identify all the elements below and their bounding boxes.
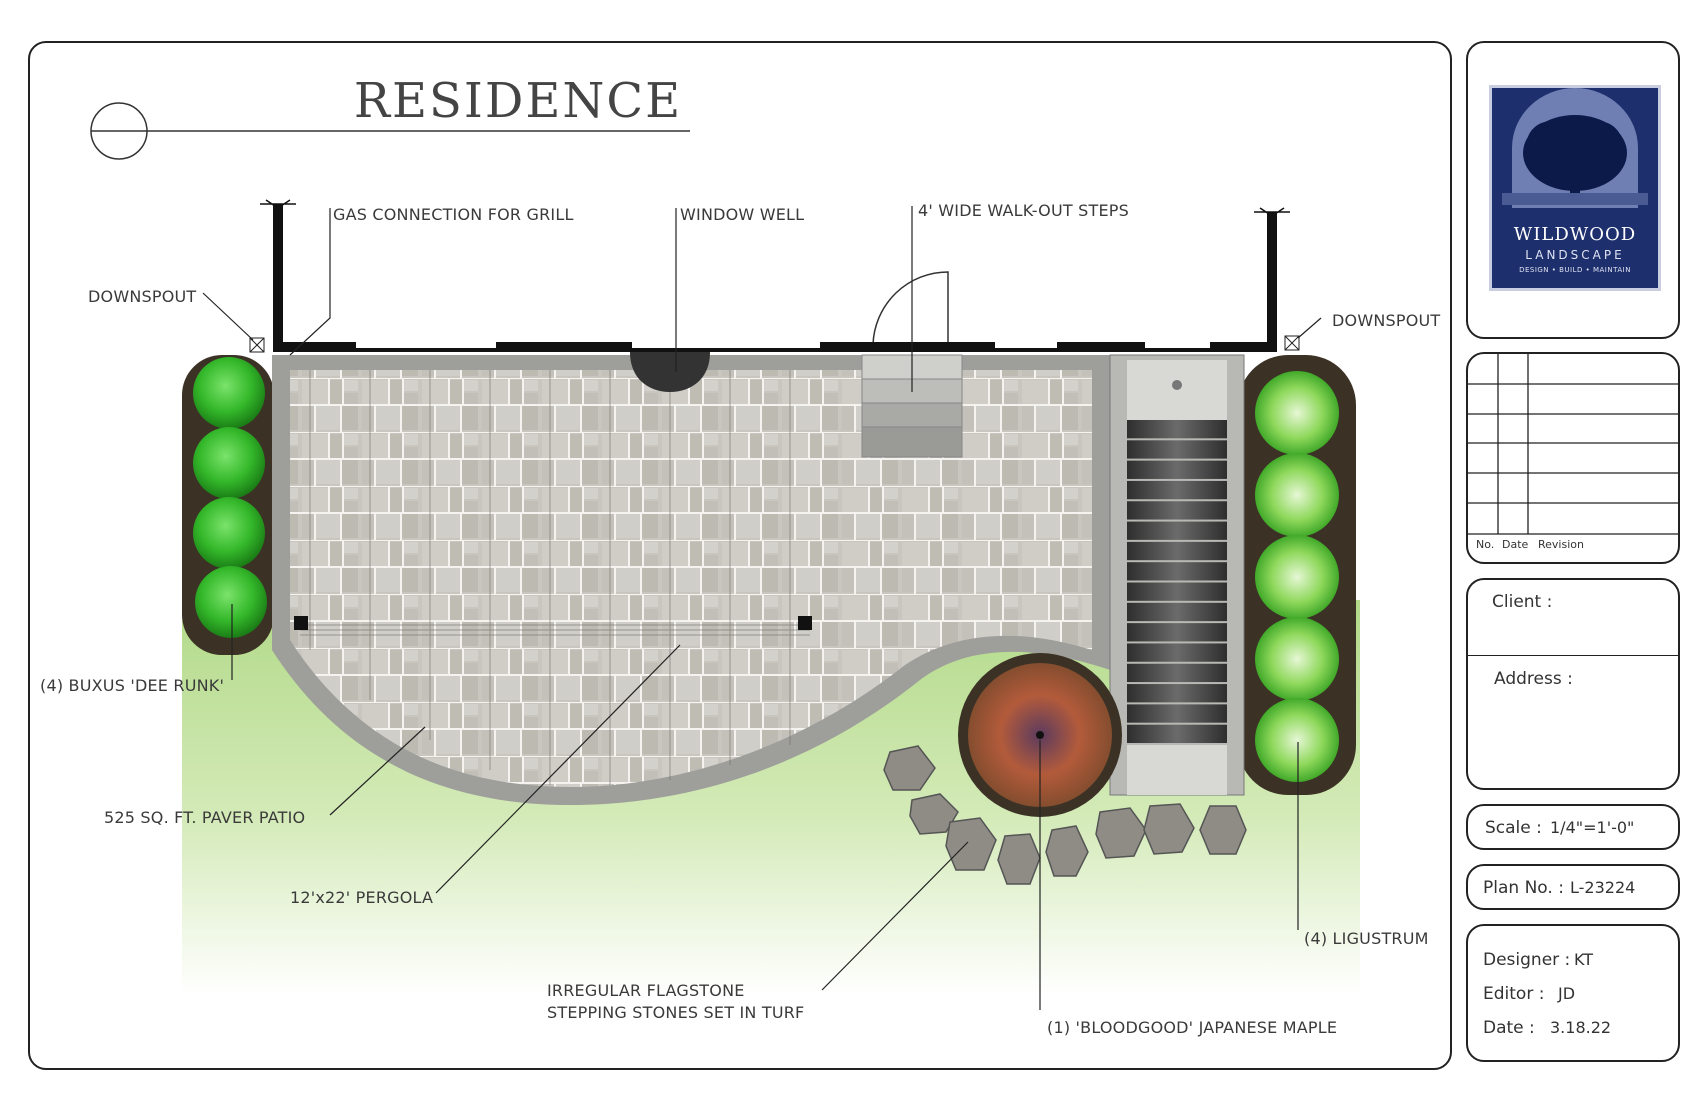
ligustrum-shrub — [1255, 617, 1339, 701]
logo-line-2: LANDSCAPE — [1525, 248, 1625, 262]
logo-line-1: WILDWOOD — [1513, 224, 1637, 245]
buxus-shrub — [193, 357, 265, 429]
stair-tread — [1127, 440, 1227, 459]
stair-tread — [1127, 684, 1227, 703]
client-panel: Client : Address : — [1466, 578, 1680, 790]
ligustrum-shrub — [1255, 453, 1339, 537]
client-label: Client : — [1492, 592, 1553, 612]
stair-tread — [1127, 724, 1227, 743]
revision-grid — [1468, 354, 1678, 535]
editor-label: Editor : — [1483, 984, 1545, 1004]
stair-tread — [1127, 602, 1227, 622]
buxus-shrub — [193, 497, 265, 569]
stair-tread — [1127, 480, 1227, 500]
plan-no-value: L-23224 — [1570, 878, 1636, 897]
stair-drain — [1172, 380, 1182, 390]
revision-header-date: Date — [1502, 538, 1529, 551]
stair-tread — [1127, 541, 1227, 561]
stair-tread — [1127, 420, 1227, 439]
logo-panel: WILDWOOD LANDSCAPE DESIGN • BUILD • MAIN… — [1466, 41, 1680, 339]
client-divider — [1468, 655, 1678, 656]
scale-label: Scale : — [1485, 818, 1542, 838]
designer-value: KT — [1574, 950, 1594, 969]
label-pergola: 12'x22' PERGOLA — [290, 888, 433, 907]
pergola — [300, 370, 810, 785]
revision-header-revision: Revision — [1538, 538, 1584, 551]
stair-tread — [1127, 460, 1227, 479]
pergola-post-left — [294, 616, 308, 630]
stair-tread — [1127, 582, 1227, 601]
ligustrum-shrub — [1255, 371, 1339, 455]
plan-no-panel: Plan No. : L-23224 — [1466, 864, 1680, 910]
stair-tread — [1127, 643, 1227, 662]
ligustrum-shrub — [1255, 535, 1339, 619]
tree-icon — [1502, 88, 1648, 208]
address-label: Address : — [1494, 669, 1573, 689]
date-value: 3.18.22 — [1550, 1018, 1612, 1037]
label-window-well: WINDOW WELL — [680, 205, 804, 224]
house-wall — [260, 199, 1290, 352]
window-well — [630, 352, 710, 392]
editor-value: JD — [1558, 984, 1576, 1003]
label-ligustrum: (4) LIGUSTRUM — [1304, 929, 1429, 948]
walk-out-steps — [861, 354, 963, 458]
plan-no-label: Plan No. : — [1483, 878, 1564, 898]
drawing-title: RESIDENCE — [354, 73, 682, 129]
downspout-left — [249, 337, 265, 353]
stair-tread — [1127, 663, 1227, 683]
leader-lines — [202, 206, 1322, 1010]
door-swing — [872, 271, 949, 346]
label-flagstone-line1: IRREGULAR FLAGSTONE — [547, 981, 745, 1000]
label-japanese-maple: (1) 'BLOODGOOD' JAPANESE MAPLE — [1047, 1018, 1337, 1037]
maple-trunk — [1036, 731, 1044, 739]
label-paver-patio: 525 SQ. FT. PAVER PATIO — [104, 808, 305, 827]
ligustrum-shrub — [1255, 698, 1339, 782]
revision-header-no: No. — [1476, 538, 1495, 551]
flagstone-stepping-stones — [883, 745, 1247, 885]
company-logo: WILDWOOD LANDSCAPE DESIGN • BUILD • MAIN… — [1489, 85, 1661, 291]
label-walk-out-steps: 4' WIDE WALK-OUT STEPS — [918, 201, 1129, 220]
downspout-right — [1284, 335, 1300, 351]
logo-line-3: DESIGN • BUILD • MAINTAIN — [1519, 266, 1631, 274]
stair-tread — [1127, 704, 1227, 723]
buxus-shrub — [195, 566, 267, 638]
label-gas-connection: GAS CONNECTION FOR GRILL — [333, 205, 574, 224]
date-label: Date : — [1483, 1018, 1535, 1038]
stairway-base — [1127, 745, 1227, 795]
label-buxus: (4) BUXUS 'DEE RUNK' — [40, 676, 224, 695]
stair-tread — [1127, 501, 1227, 520]
stair-tread — [1127, 521, 1227, 540]
scale-panel: Scale : 1/4"=1'-0" — [1466, 804, 1680, 850]
buxus-shrubs — [193, 357, 267, 638]
credits-panel: Designer : KT Editor : JD Date : 3.18.22 — [1466, 924, 1680, 1062]
ligustrum-shrubs — [1255, 371, 1339, 782]
revision-table: No. Date Revision — [1466, 352, 1680, 564]
designer-label: Designer : — [1483, 950, 1571, 970]
label-downspout-right: DOWNSPOUT — [1332, 311, 1440, 330]
buxus-shrub — [193, 427, 265, 499]
pergola-post-right — [798, 616, 812, 630]
stair-tread — [1127, 623, 1227, 642]
label-downspout-left: DOWNSPOUT — [88, 287, 196, 306]
label-flagstone-line2: STEPPING STONES SET IN TURF — [547, 1003, 804, 1022]
scale-value: 1/4"=1'-0" — [1550, 818, 1635, 837]
stair-tread — [1127, 562, 1227, 581]
stair-treads — [1127, 420, 1227, 743]
